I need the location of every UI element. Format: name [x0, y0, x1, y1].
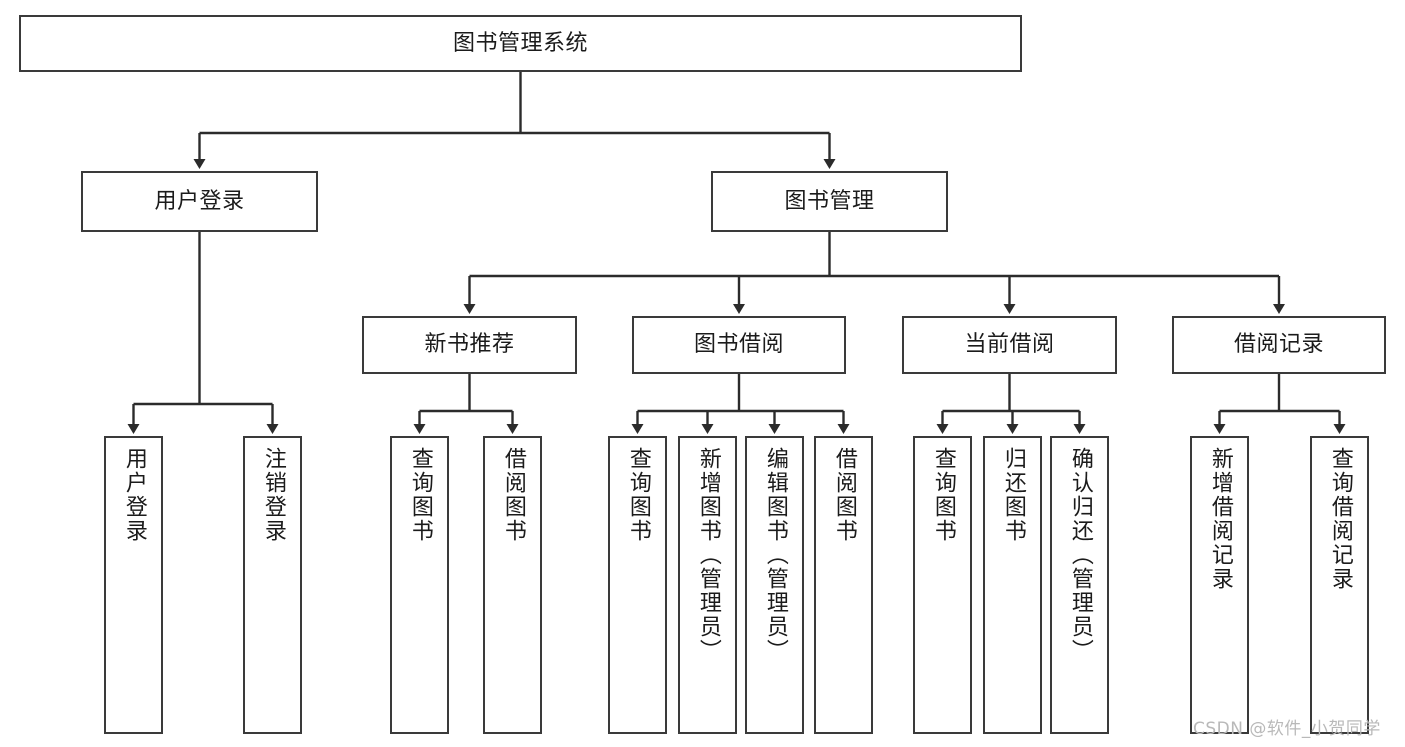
node-label: 图书管理 — [784, 188, 875, 214]
node-leaf-7: 借阅图书 — [814, 436, 873, 734]
node-leaf-0: 用户登录 — [104, 436, 163, 734]
node-leaf-1: 注销登录 — [243, 436, 302, 734]
node-label: 新增借阅记录 — [1207, 447, 1233, 591]
node-label: 当前借阅 — [964, 332, 1055, 358]
node-leaf-12: 查询借阅记录 — [1310, 436, 1369, 734]
node-level2-2: 当前借阅 — [902, 316, 1117, 374]
node-label: 借阅图书 — [500, 447, 526, 543]
node-level2-0: 新书推荐 — [362, 316, 577, 374]
node-label: 用户登录 — [121, 447, 147, 543]
node-label: 查询图书 — [407, 447, 433, 543]
watermark-text: CSDN @软件_小贺同学 — [1193, 719, 1381, 739]
node-label: 新书推荐 — [424, 332, 515, 358]
node-level2-3: 借阅记录 — [1172, 316, 1386, 374]
node-label: 借阅图书 — [831, 447, 857, 543]
node-root: 图书管理系统 — [19, 15, 1022, 72]
node-level1-0: 用户登录 — [81, 171, 318, 232]
node-label: 编辑图书（管理员） — [762, 447, 788, 663]
node-label: 归还图书 — [1000, 447, 1026, 543]
node-leaf-11: 新增借阅记录 — [1190, 436, 1249, 734]
node-label: 新增图书（管理员） — [695, 447, 721, 663]
node-label: 借阅记录 — [1233, 332, 1324, 358]
node-label: 查询图书 — [625, 447, 651, 543]
node-leaf-9: 归还图书 — [983, 436, 1042, 734]
node-level1-1: 图书管理 — [711, 171, 948, 232]
node-label: 确认归还（管理员） — [1067, 447, 1093, 663]
node-label: 用户登录 — [154, 188, 245, 214]
node-leaf-2: 查询图书 — [390, 436, 449, 734]
node-label: 图书借阅 — [693, 332, 784, 358]
node-leaf-8: 查询图书 — [913, 436, 972, 734]
node-leaf-6: 编辑图书（管理员） — [745, 436, 804, 734]
node-leaf-3: 借阅图书 — [483, 436, 542, 734]
node-label: 查询借阅记录 — [1327, 447, 1353, 591]
node-leaf-4: 查询图书 — [608, 436, 667, 734]
node-leaf-5: 新增图书（管理员） — [678, 436, 737, 734]
node-leaf-10: 确认归还（管理员） — [1050, 436, 1109, 734]
node-label: 查询图书 — [930, 447, 956, 543]
node-label: 图书管理系统 — [452, 30, 588, 56]
node-level2-1: 图书借阅 — [632, 316, 846, 374]
node-label: 注销登录 — [260, 447, 286, 543]
